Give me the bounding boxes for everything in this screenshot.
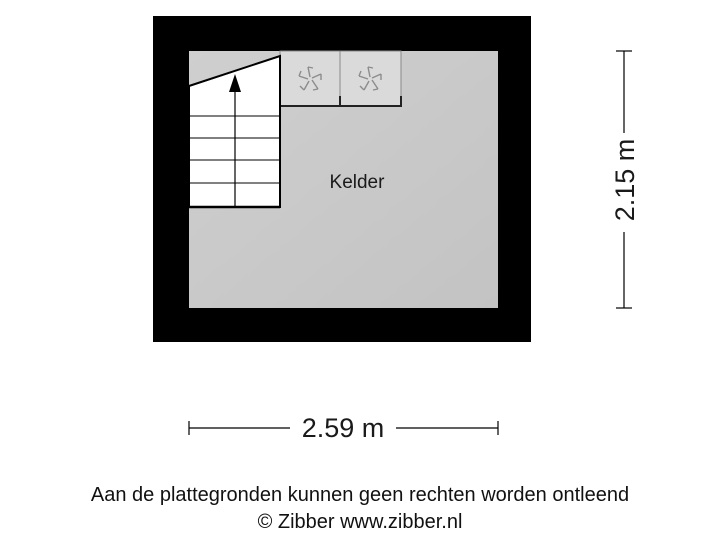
copyright-text: © Zibber www.zibber.nl (257, 511, 463, 533)
dimension-width-label: 2.59 m (302, 413, 385, 443)
cabinet-left (279, 50, 341, 107)
cabinet-right (339, 50, 402, 107)
disclaimer-text: Aan de plattegronden kunnen geen rechten… (90, 484, 630, 506)
dimension-height: 2.15 m (610, 50, 640, 309)
ventilation-fan-icon (358, 66, 382, 91)
ventilation-fan-icon (298, 66, 322, 91)
stair-arrow-icon (229, 74, 241, 92)
dimension-height-label: 2.15 m (610, 139, 640, 222)
room-label: Kelder (330, 172, 386, 193)
dimension-width: 2.59 m (188, 413, 499, 443)
staircase (188, 54, 281, 209)
